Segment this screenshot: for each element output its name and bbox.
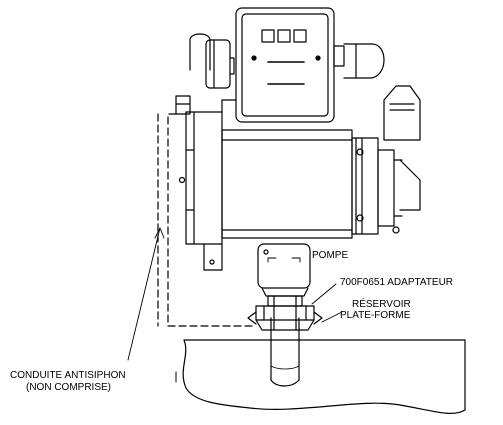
drop-tube — [270, 317, 300, 387]
pump-head — [175, 95, 237, 271]
antisiphon-line — [157, 113, 257, 327]
label-antisiphon-line2: (NON COMPRISE) — [26, 382, 111, 393]
label-pump: POMPE — [312, 250, 348, 261]
adapter-fitting — [247, 295, 323, 331]
label-tank-line2: PLATE-FORME — [340, 310, 411, 321]
label-antisiphon-line1: CONDUITE ANTISIPHON — [10, 370, 126, 381]
motor-body — [221, 129, 403, 239]
electrical-box — [383, 85, 421, 211]
tank-platform — [175, 339, 466, 414]
nozzle-hook — [189, 33, 235, 89]
meter-outlet — [333, 43, 385, 79]
leader-lines — [127, 227, 343, 361]
pump-inlet-housing — [257, 243, 311, 297]
label-tank-line1: RÉSERVOIR — [352, 297, 411, 310]
meter-head — [235, 7, 335, 123]
label-adapter: 700F0651 ADAPTATEUR — [340, 277, 453, 288]
